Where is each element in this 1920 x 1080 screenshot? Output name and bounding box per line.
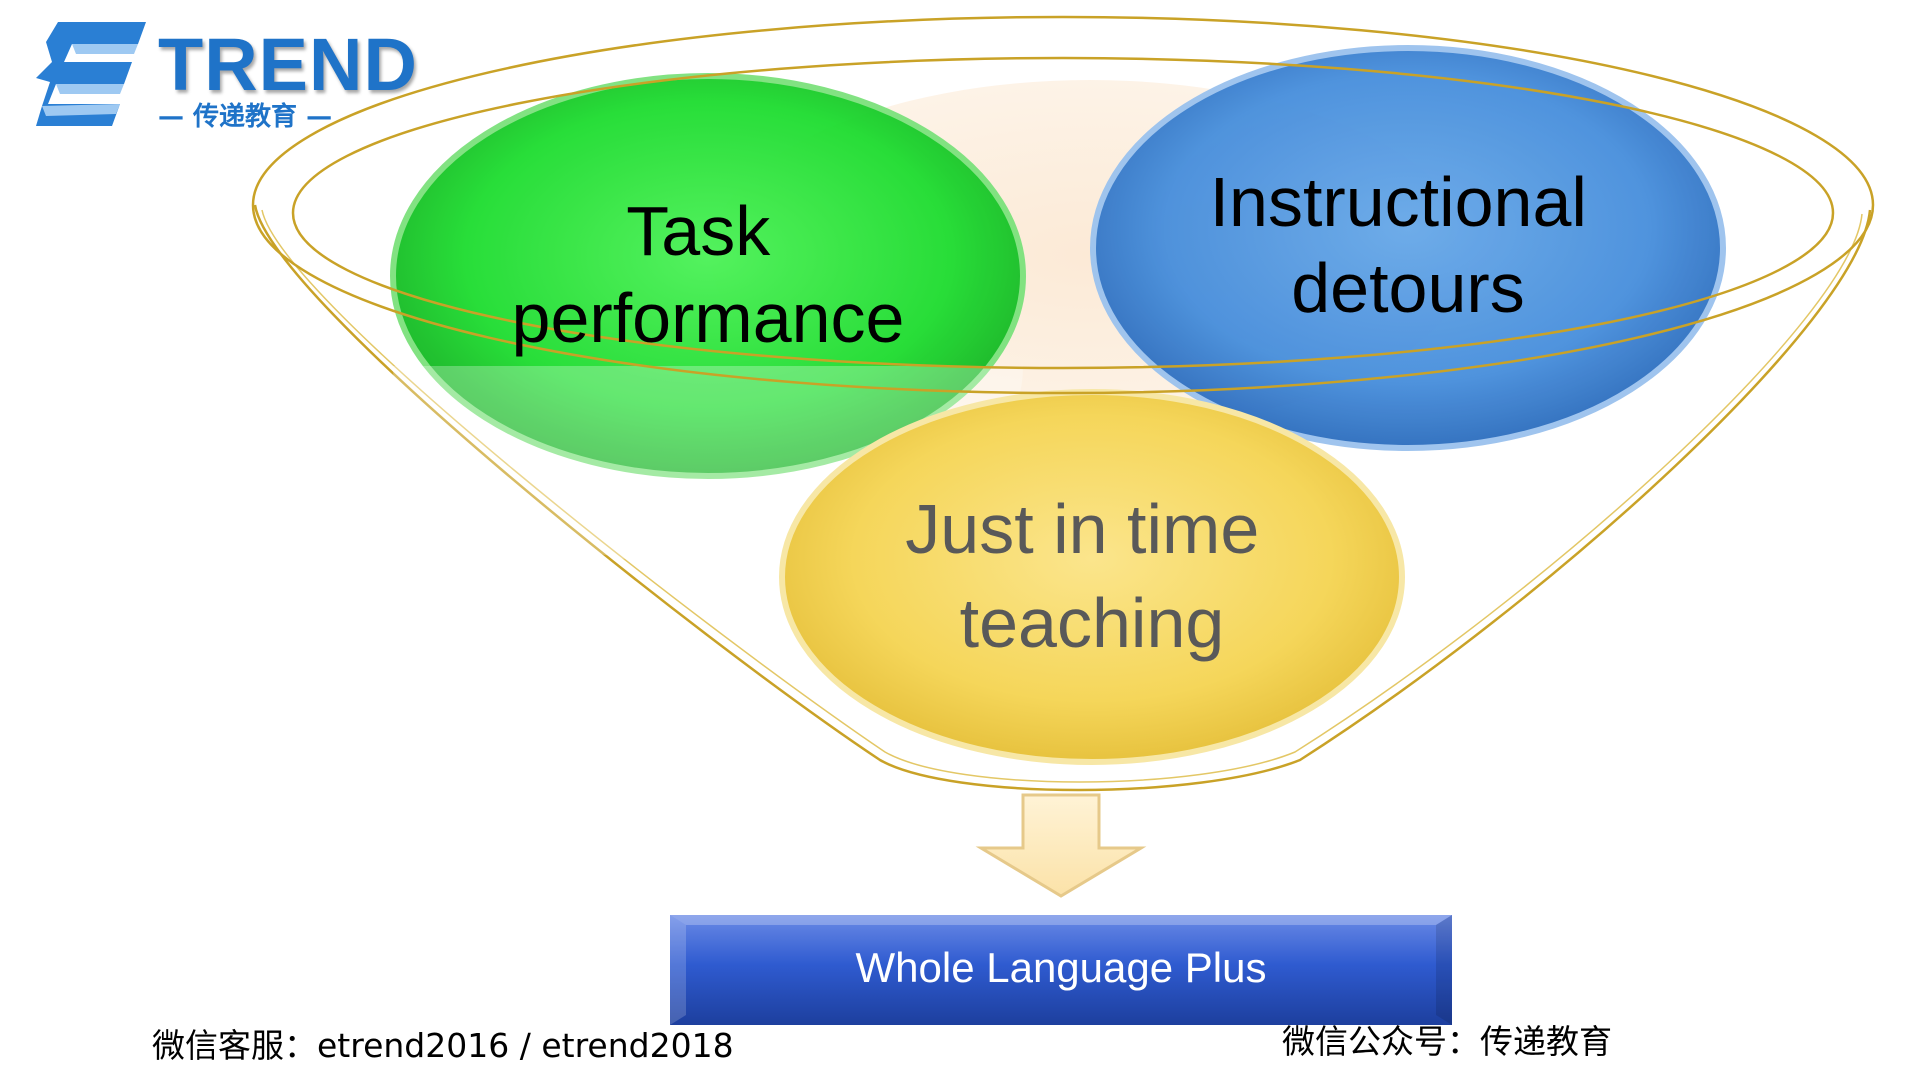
result-box: Whole Language Plus [670,915,1452,1025]
instructional-detours-label: Instructional detours [1210,163,1607,327]
funnel-body [253,204,1872,792]
funnel-rim-outer [251,15,1875,395]
e-mark-icon [36,22,146,126]
footer-wechat-account: 微信公众号：传递教育 [1282,1022,1612,1061]
funnel-rim-inner [291,56,1835,370]
task-performance-label: Task performance [512,192,905,357]
logo-subtitle: — 传递教育 — [158,102,333,132]
circle-instructional-detours [1090,45,1726,451]
just-in-time-label: Just in time teaching [905,490,1278,662]
logo-wordmark: TREND [158,23,418,106]
down-arrow-icon [975,793,1147,898]
etrend-logo: TREND — 传递教育 — [36,22,417,142]
result-box-label: Whole Language Plus [856,944,1267,991]
funnel-body-inner [261,209,1863,783]
footer-wechat-service: 微信客服：etrend2016 / etrend2018 [152,1026,734,1065]
